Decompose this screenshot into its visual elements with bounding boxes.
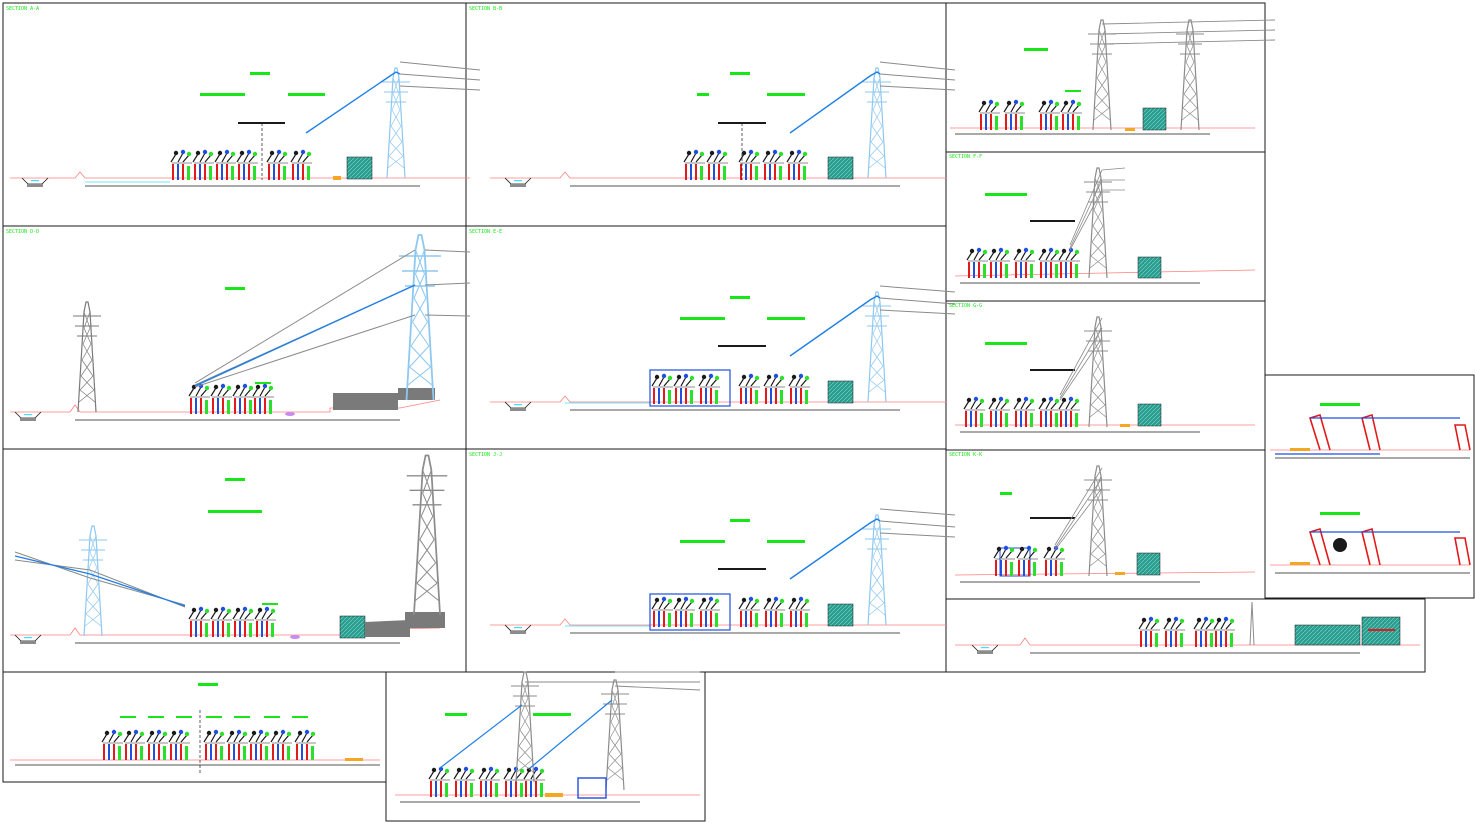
panel-label-p4: SECTION D-D — [6, 229, 39, 235]
section-p1 — [10, 61, 481, 188]
panel-p1 — [2, 2, 467, 227]
power-transformer-icon — [346, 156, 373, 180]
power-transformer-icon — [339, 615, 366, 639]
power-transformer-icon — [1137, 403, 1162, 427]
section-p7 — [955, 316, 1255, 433]
panel-p3 — [945, 2, 1266, 153]
panel-label-p6: SECTION F-F — [949, 154, 982, 160]
panel-p9 — [2, 448, 467, 673]
panel-p2 — [465, 2, 947, 227]
power-transformer-icon — [1137, 256, 1162, 279]
panel-label-p1: SECTION A-A — [6, 6, 39, 12]
lattice-tower-icon — [862, 514, 892, 626]
power-transformer-icon — [1294, 624, 1361, 646]
power-transformer-icon — [827, 156, 854, 180]
panel-p7 — [945, 300, 1266, 451]
panel-label-p5: SECTION E-E — [469, 229, 502, 235]
section-p14 — [395, 671, 701, 803]
panel-label-p2: SECTION B-B — [469, 6, 502, 12]
panel-labels: SECTION A-A SECTION B-B SECTION D-D SECT… — [6, 6, 982, 458]
lattice-tower-icon — [72, 301, 102, 413]
panel-p11 — [945, 449, 1266, 600]
power-transformer-icon — [827, 603, 854, 627]
section-p12 — [955, 601, 1420, 655]
section-p4 — [10, 234, 471, 422]
section-p13 — [10, 683, 380, 775]
lattice-tower-icon — [1175, 19, 1205, 131]
lattice-tower-icon — [1083, 316, 1113, 428]
lattice-tower-icon — [78, 525, 108, 637]
lattice-tower-icon — [405, 454, 449, 616]
panel-p6 — [945, 151, 1266, 302]
panel-label-p7: SECTION G-G — [949, 303, 982, 309]
section-p9 — [10, 454, 449, 645]
power-transformer-icon — [1136, 552, 1161, 576]
panel-p5 — [465, 225, 947, 450]
section-p6 — [954, 167, 1256, 284]
lattice-tower-icon — [1083, 465, 1113, 577]
panel-p10 — [465, 448, 947, 673]
lattice-tower-icon — [862, 291, 892, 403]
lattice-tower-icon — [398, 234, 442, 401]
section-p3 — [950, 19, 1276, 135]
lattice-tower-icon — [1087, 19, 1117, 131]
section-p5 — [490, 285, 956, 412]
lattice-tower-icon — [862, 67, 892, 179]
section-p10 — [490, 508, 956, 635]
lattice-tower-icon — [381, 67, 411, 179]
section-p2 — [490, 61, 956, 188]
lattice-tower-icon — [510, 671, 540, 783]
panel-label-p10: SECTION J-J — [469, 452, 502, 458]
lattice-tower-icon — [1083, 167, 1113, 279]
panel-p12 — [945, 598, 1426, 673]
panel-label-p11: SECTION K-K — [949, 452, 982, 458]
section-p11 — [954, 465, 1256, 583]
power-transformer-icon — [827, 380, 854, 404]
lattice-tower-icon — [600, 679, 630, 791]
panel-p4 — [2, 225, 467, 450]
power-transformer-icon — [1142, 107, 1167, 131]
section-p8 — [1270, 403, 1471, 574]
panel-p14 — [385, 671, 706, 822]
panel-p13 — [2, 671, 387, 783]
